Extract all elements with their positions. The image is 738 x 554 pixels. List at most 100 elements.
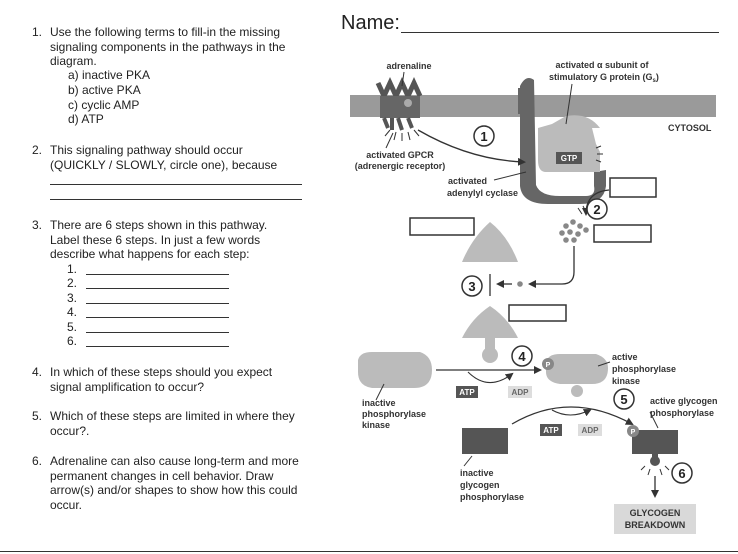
atp-badge-1 [456, 386, 478, 398]
question-text-line: In which of these steps should you expec… [50, 365, 273, 379]
label-active-gp-2: phosphorylase [650, 408, 714, 418]
phosphate-badge-1 [542, 358, 554, 370]
step-4-circle [511, 345, 533, 367]
question-text-line: arrow(s) and/or shapes to show how this … [50, 483, 298, 497]
step-number: 1. [67, 262, 78, 276]
adenylyl-cyclase [518, 78, 606, 204]
adp-badge-2 [578, 424, 602, 436]
label-inactive-pk-3: kinase [362, 420, 390, 430]
active-pka-site [482, 347, 498, 363]
step-5-circle [613, 388, 635, 410]
active-glycogen-phosphorylase [632, 430, 678, 454]
label-adenylyl-cyclase-1: activated [448, 176, 487, 186]
inactive-phosphorylase-kinase [358, 352, 432, 388]
term-inactive-pka: a) inactive PKA [68, 68, 151, 82]
camp-single [517, 281, 523, 287]
step-6-circle [671, 462, 693, 484]
adp-badge-1 [508, 386, 532, 398]
label-adenylyl-cyclase-2: adenylyl cyclase [447, 188, 518, 198]
question-text-line: signaling components in the pathways in … [50, 39, 286, 54]
label-active-gp-1: active glycogen [650, 396, 718, 406]
step-3-number: 3 [468, 279, 475, 294]
atp-text-1: ATP [459, 388, 475, 397]
question-text-line: There are 6 steps shown in this pathway. [50, 218, 268, 232]
question-text-line: Use the following terms to fill-in the m… [50, 25, 281, 39]
label-inactive-gp-2: glycogen [460, 480, 500, 490]
step-2-number: 2 [593, 202, 600, 217]
name-label: Name: [341, 12, 400, 34]
label-active-pk-2: phosphorylase [612, 364, 676, 374]
step-number: 5. [67, 320, 78, 334]
step-3-circle [461, 275, 483, 297]
adrenaline-molecule [375, 77, 423, 131]
fill-in-box-3[interactable] [409, 217, 475, 236]
g-alpha-subunit: GTP [538, 115, 603, 172]
phosphate-text-2: P [631, 429, 636, 436]
phosphate-badge-2 [627, 425, 639, 437]
question-text-line: occur. [50, 497, 83, 512]
label-gpcr-1: activated GPCR [366, 150, 434, 160]
fill-in-box-2[interactable] [593, 224, 652, 243]
label-gpcr-2: (adrenergic receptor) [355, 161, 446, 171]
question-text-line: diagram. [50, 54, 97, 68]
step-2-circle [586, 198, 608, 220]
step-blank[interactable] [86, 317, 229, 318]
question-number: 2. [32, 143, 43, 157]
step-blank[interactable] [86, 346, 229, 347]
step-number: 2. [67, 276, 78, 290]
step-blank[interactable] [86, 303, 229, 304]
gtp-badge: GTP [561, 154, 578, 163]
phosphate-text-1: P [546, 362, 551, 369]
active-phosphorylase-kinase [546, 354, 608, 384]
question-text-line: occur?. [50, 423, 90, 438]
name-blank[interactable] [401, 32, 719, 33]
question-text-line: permanent changes in cell behavior. Draw [50, 468, 274, 483]
active-pka-shape [462, 306, 518, 338]
label-breakdown-1: GLYCOGEN [630, 508, 681, 518]
label-inactive-pk-2: phosphorylase [362, 409, 426, 419]
step-6-number: 6 [678, 466, 685, 481]
atp-text-2: ATP [543, 426, 559, 435]
question-number: 3. [32, 218, 43, 232]
question-text-line: (QUICKLY / SLOWLY, circle one), because [50, 157, 278, 172]
receptor-glow [384, 129, 420, 141]
adp-text-2: ADP [582, 426, 600, 435]
answer-blank[interactable] [50, 184, 302, 185]
term-active-pka: b) active PKA [68, 83, 141, 97]
fill-in-box-1[interactable] [609, 177, 657, 198]
step-5-number: 5 [620, 392, 627, 407]
adp-text-1: ADP [512, 388, 530, 397]
answer-blank[interactable] [50, 199, 302, 200]
question-number: 6. [32, 454, 43, 468]
label-active-pk-1: active [612, 352, 638, 362]
question-text-line: Which of these steps are limited in wher… [50, 409, 295, 423]
step-blank[interactable] [86, 288, 229, 289]
question-text-line: Label these 6 steps. In just a few words [50, 232, 261, 247]
step-number: 6. [67, 334, 78, 348]
question-number: 4. [32, 365, 43, 379]
step-blank[interactable] [86, 274, 229, 275]
page-bottom-rule [0, 551, 738, 552]
fill-in-box-4[interactable] [508, 304, 567, 322]
label-galpha-1: activated α subunit of [555, 60, 649, 70]
label-breakdown-2: BREAKDOWN [625, 520, 686, 530]
inactive-glycogen-phosphorylase [462, 428, 508, 454]
step-1-number: 1 [480, 129, 487, 144]
label-active-pk-3: kinase [612, 376, 640, 386]
question-number: 1. [32, 25, 43, 39]
term-cyclic-amp: c) cyclic AMP [68, 98, 140, 112]
label-inactive-pk-1: inactive [362, 398, 396, 408]
glycogen-breakdown-box [614, 504, 696, 534]
label-inactive-gp-3: phosphorylase [460, 492, 524, 502]
step-number: 3. [67, 291, 78, 305]
step-blank[interactable] [86, 332, 229, 333]
label-galpha-2: stimulatory G protein (Gs) [549, 72, 659, 84]
question-text-line: signal amplification to occur? [50, 379, 205, 394]
question-text-line: Adrenaline can also cause long-term and … [50, 454, 299, 468]
step-number: 4. [67, 305, 78, 319]
label-inactive-gp-1: inactive [460, 468, 494, 478]
question-text-line: This signaling pathway should occur [50, 143, 243, 157]
question-text-line: describe what happens for each step: [50, 247, 250, 261]
atp-badge-2 [540, 424, 562, 436]
